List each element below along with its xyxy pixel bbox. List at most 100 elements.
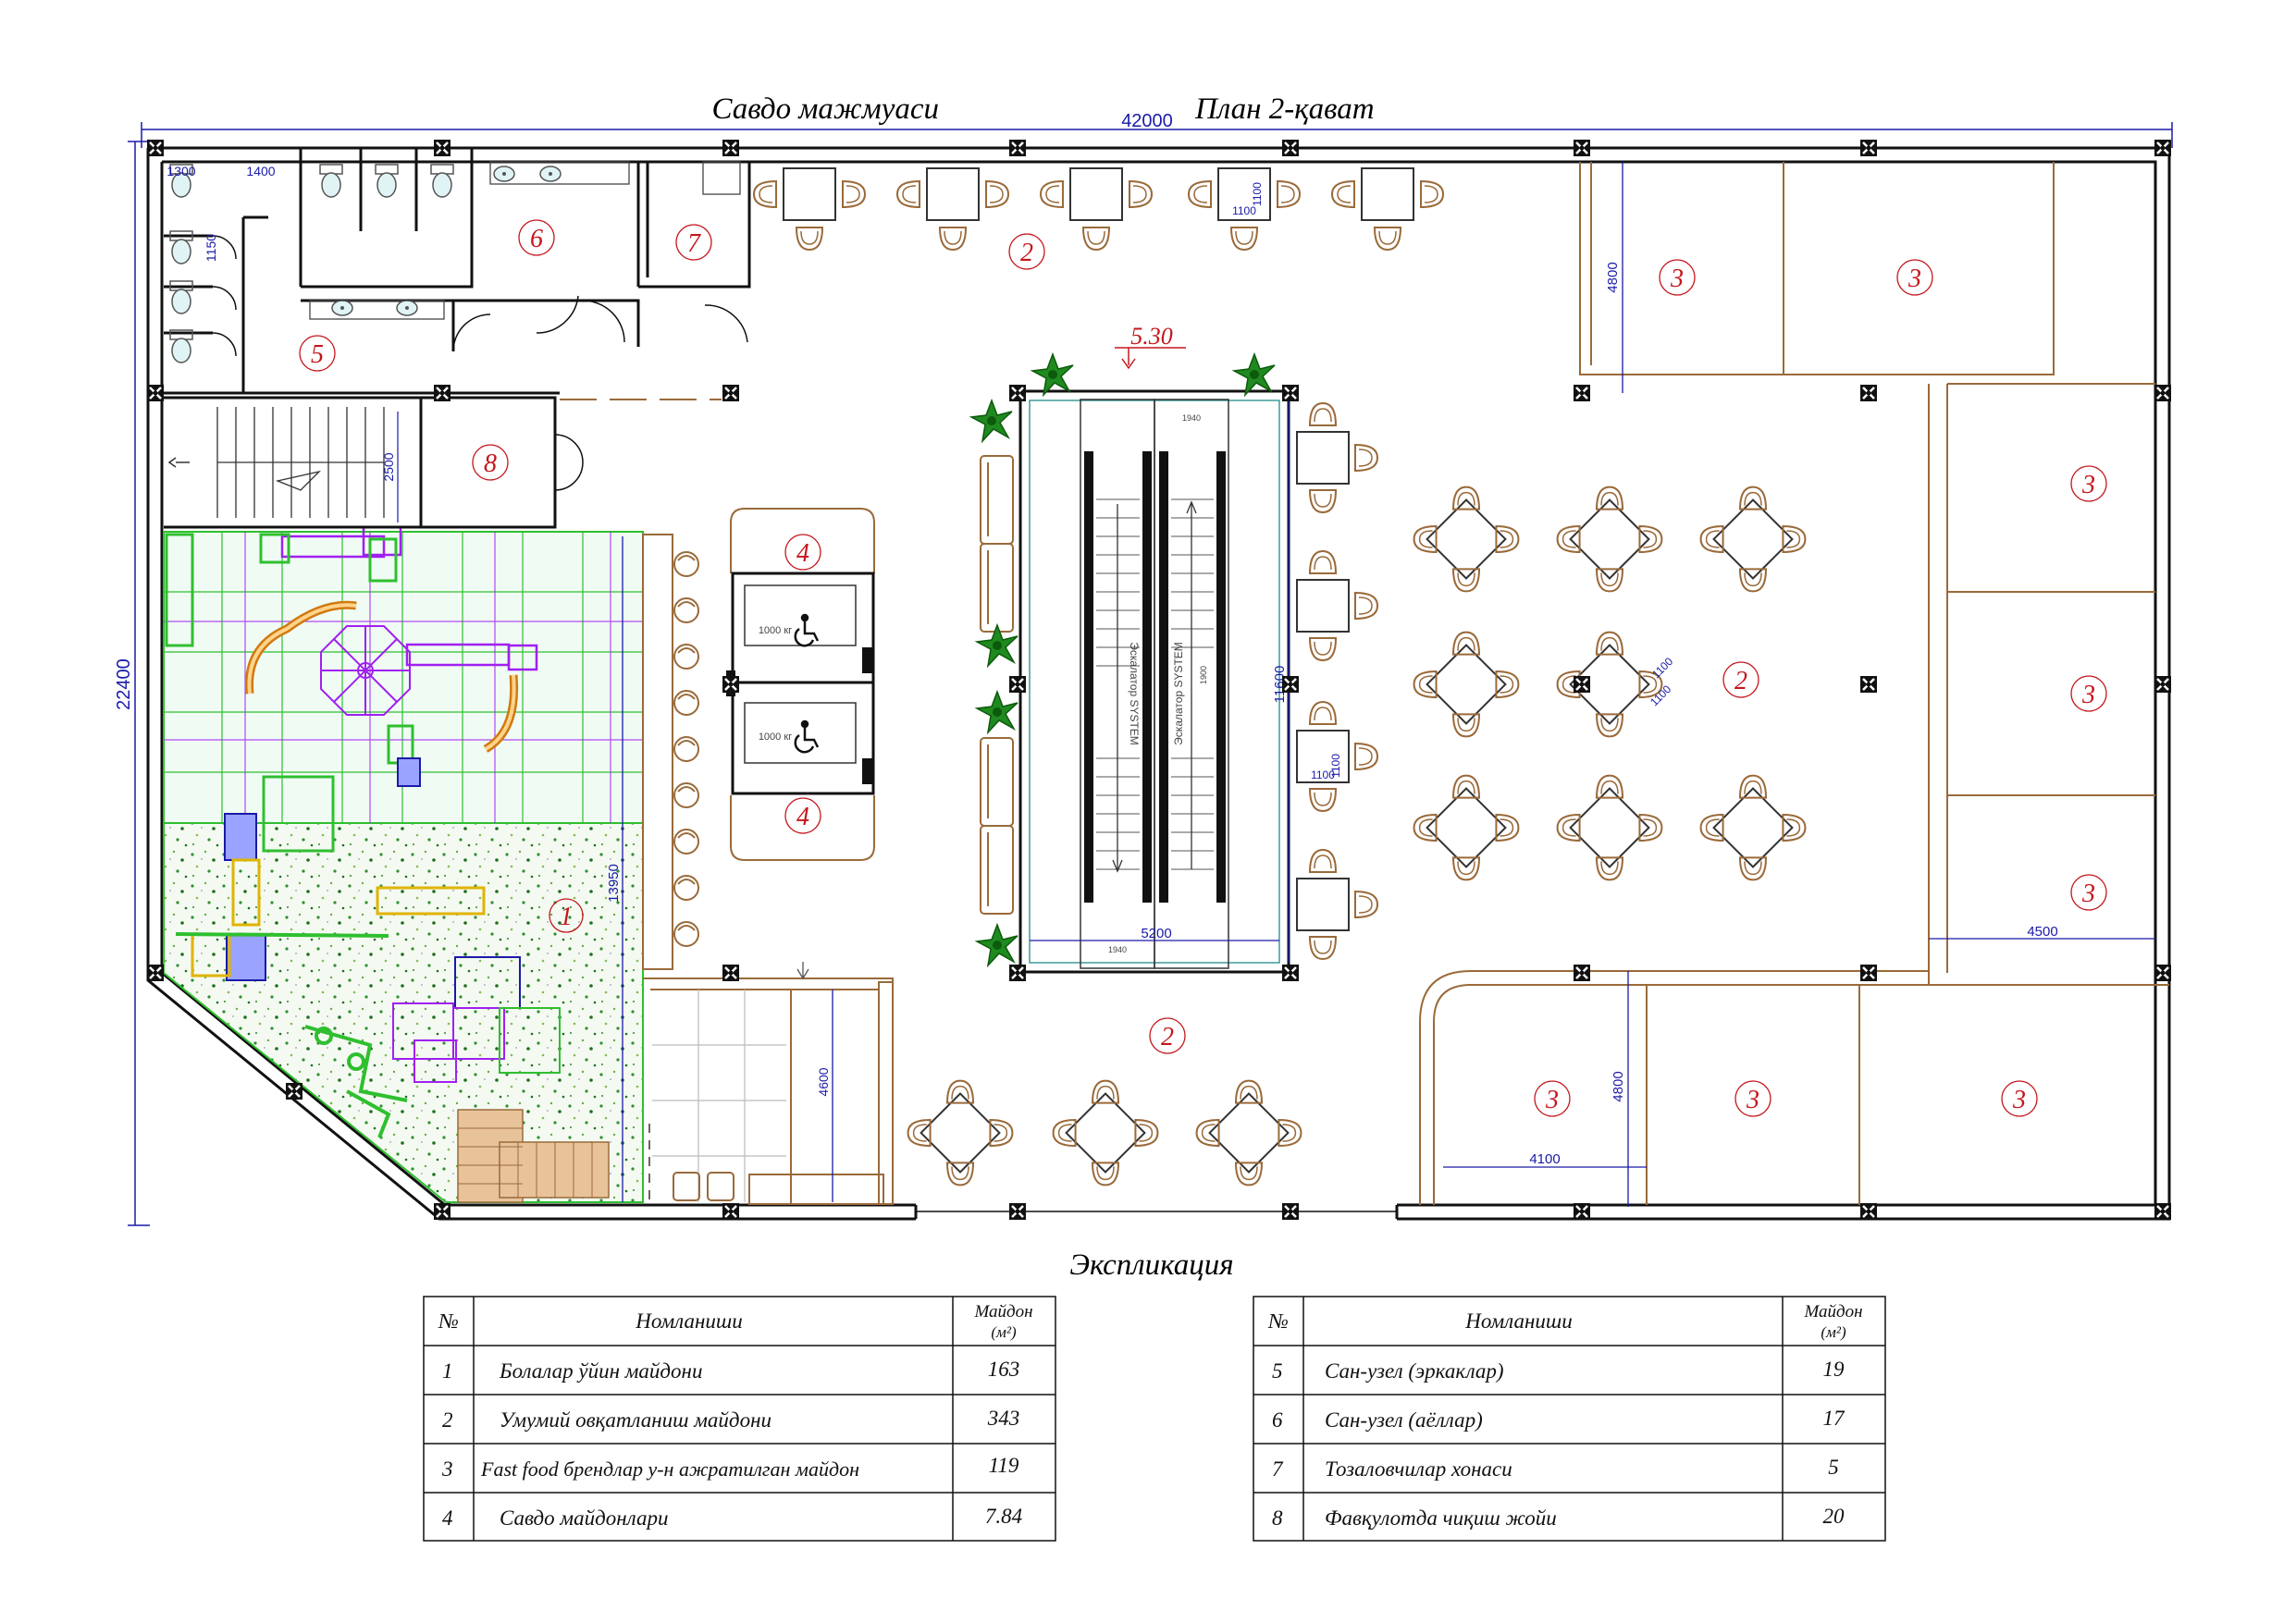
top-dining-tables [753, 167, 1444, 251]
col-header-area: Майдон [1803, 1302, 1862, 1322]
row-area: 119 [989, 1454, 1019, 1477]
overall-width-dimension: 42000 [141, 111, 2173, 148]
row-area: 5 [1828, 1456, 1839, 1479]
row-num: 3 [441, 1457, 453, 1481]
row-area: 163 [988, 1358, 1020, 1381]
dim-4800-bottom: 4800 [1611, 1071, 1626, 1101]
kiosk-top: 4 [730, 508, 875, 573]
col-header-area: Майдон [973, 1302, 1032, 1322]
col-header-unit: (м²) [991, 1323, 1017, 1341]
zone-number-4-bottom: 4 [796, 803, 809, 831]
col-header-unit: (м²) [1821, 1323, 1846, 1341]
row-area: 17 [1823, 1407, 1846, 1430]
armchairs [673, 1172, 734, 1201]
row-area: 343 [987, 1407, 1020, 1430]
row-num: 1 [442, 1359, 453, 1383]
atrium-side-tables [1296, 402, 1378, 960]
zone-number-7: 7 [687, 229, 701, 258]
zone-number-3-d: 3 [2081, 681, 2095, 709]
dim-4100: 4100 [1529, 1151, 1560, 1167]
row-name: Умумий овқатланиш майдони [500, 1408, 772, 1432]
zone-number-4-top: 4 [796, 539, 809, 568]
dim-13950: 13950 [606, 864, 622, 903]
stair-treads [216, 407, 385, 518]
escalator-label-right: Эскалатор SYSTEM [1172, 642, 1185, 745]
elevator-capacity-bottom: 1000 кг [759, 732, 792, 743]
row-num: 7 [1272, 1457, 1284, 1481]
explication-table-left: № Номланиши Майдон (м²) 1 Болалар ўйин м… [423, 1296, 1056, 1542]
play-gazebo [320, 625, 411, 716]
elevator-capacity-top: 1000 кг [759, 625, 792, 636]
wheelchair-icon-2 [794, 719, 820, 754]
col-header-num: № [1267, 1309, 1289, 1333]
zone-number-3-c: 3 [2081, 471, 2095, 499]
row-area: 20 [1823, 1505, 1845, 1528]
row-num: 5 [1272, 1359, 1283, 1383]
dim-1300: 1300 [167, 164, 195, 178]
col-header-name: Номланиши [635, 1309, 743, 1333]
restroom-block [164, 148, 751, 395]
row-num: 4 [442, 1506, 453, 1530]
dim-1100-c: 1100 [1329, 754, 1342, 778]
dim-1100-e: 1100 [1649, 655, 1675, 681]
dim-4800-top: 4800 [1605, 262, 1621, 292]
zone-number-2-bottom: 2 [1161, 1023, 1174, 1051]
dim-1100-d: 1100 [1311, 768, 1335, 781]
overall-height-dimension: 22400 [114, 141, 150, 1226]
row-name: Тозаловчилар хонаси [1325, 1457, 1512, 1481]
playground-area: 1 [163, 525, 644, 1203]
zone-number-3-h: 3 [2012, 1086, 2026, 1114]
explication-table-right: № Номланиши Майдон (м²) 5 Сан-узел (эрка… [1253, 1296, 1886, 1542]
title-right: План 2-қават [1194, 92, 1375, 126]
row-num: 6 [1272, 1408, 1283, 1432]
playground-height-dimension: 13950 [606, 536, 623, 1202]
row-name: Фавқулотда чиқиш жойи [1325, 1506, 1557, 1530]
zone-number-3-b: 3 [1907, 264, 1921, 293]
zone-number-3-g: 3 [1746, 1086, 1759, 1114]
zone-number-3-e: 3 [2081, 879, 2095, 908]
dim-2500: 2500 [381, 452, 396, 481]
dim-1100-a: 1100 [1251, 182, 1264, 206]
dim-1100-f: 1100 [1648, 682, 1673, 708]
dim-1400: 1400 [246, 164, 275, 178]
title-left: Савдо мажмуаси [712, 92, 940, 126]
elevator-shafts: 1000 кг 1000 кг [726, 572, 875, 795]
stair-exit-doors [554, 434, 584, 491]
dim-1900: 1900 [1199, 666, 1208, 684]
overall-height-label: 22400 [114, 658, 134, 710]
zone-number-1: 1 [560, 903, 573, 931]
row-name: Савдо майдонлари [500, 1506, 668, 1530]
emergency-stair [164, 396, 557, 529]
level-mark: 5.30 [1115, 323, 1186, 370]
plants [970, 353, 1276, 966]
row-num: 2 [442, 1408, 453, 1432]
zone-number-8: 8 [484, 449, 497, 478]
explication-title: Экспликация [1069, 1248, 1233, 1282]
entrance-vestibule [643, 977, 894, 1205]
overall-width-label: 42000 [1121, 111, 1173, 131]
kiosk-bottom: 4 [730, 795, 875, 861]
row-name: Болалар ўйин майдони [499, 1359, 702, 1383]
dim-4500: 4500 [2027, 924, 2057, 940]
fastfood-partitions [1419, 162, 2169, 1205]
central-dining-tables [1401, 474, 1819, 893]
zone-number-5: 5 [311, 340, 324, 369]
row-num: 8 [1272, 1506, 1283, 1530]
row-name: Сан-узел (аёллар) [1325, 1408, 1483, 1432]
col-header-num: № [438, 1309, 459, 1333]
zone-number-3-a: 3 [1670, 264, 1684, 293]
row-area: 19 [1823, 1358, 1845, 1381]
wheelchair-icon [794, 613, 820, 647]
bottom-dining-tables [895, 1068, 1315, 1199]
col-header-name: Номланиши [1464, 1309, 1573, 1333]
dim-5200: 5200 [1141, 926, 1171, 941]
dim-11600: 11600 [1272, 666, 1288, 704]
bar-counter [642, 534, 699, 970]
dim-1940-a: 1940 [1182, 413, 1201, 423]
zone-number-2-top: 2 [1020, 239, 1033, 267]
row-area: 7.84 [985, 1505, 1022, 1528]
sofas [980, 455, 1014, 915]
zone-number-3-f: 3 [1545, 1086, 1559, 1114]
zone-number-2-mid: 2 [1734, 667, 1747, 695]
